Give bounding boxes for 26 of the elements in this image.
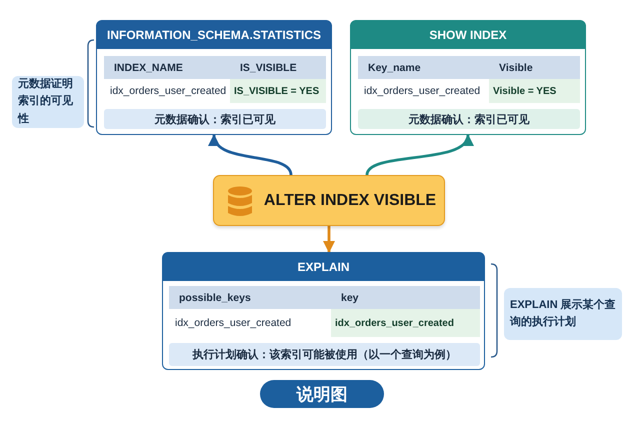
command-box	[213, 175, 445, 226]
note-box: 元数据证明索引的可见性	[12, 76, 84, 128]
header-cell: Visible	[489, 56, 580, 79]
value-cell: idx_orders_user_created	[331, 309, 480, 337]
confirmation-bar: 元数据确认：索引已可见	[358, 109, 580, 129]
header-cell: IS_VISIBLE	[230, 56, 326, 79]
arrow	[323, 226, 335, 253]
panel	[350, 20, 586, 135]
caption-pill: 说明图	[260, 380, 384, 408]
panel-header: SHOW INDEX	[351, 21, 585, 49]
note-box: EXPLAIN 展示某个查询的执行计划	[504, 288, 622, 340]
box-title: ALTER INDEX VISIBLE	[264, 190, 436, 210]
panel	[162, 252, 485, 370]
confirmation-bar: 元数据确认：索引已可见	[104, 109, 326, 129]
header-cell: Key_name	[358, 56, 489, 79]
header-cell: INDEX_NAME	[104, 56, 230, 79]
header-cell: key	[331, 286, 480, 309]
confirmation-bar: 执行计划确认：该索引可能被使用（以一个查询为例）	[169, 343, 480, 366]
panel-header: EXPLAIN	[163, 253, 484, 281]
arrow	[366, 134, 471, 176]
header-cell: possible_keys	[169, 286, 331, 309]
value-cell: IS_VISIBLE = YES	[230, 79, 326, 103]
value-cell: Visible = YES	[489, 79, 580, 103]
arrow	[210, 134, 292, 176]
panel	[96, 20, 332, 135]
panel-header: INFORMATION_SCHEMA.STATISTICS	[97, 21, 331, 49]
